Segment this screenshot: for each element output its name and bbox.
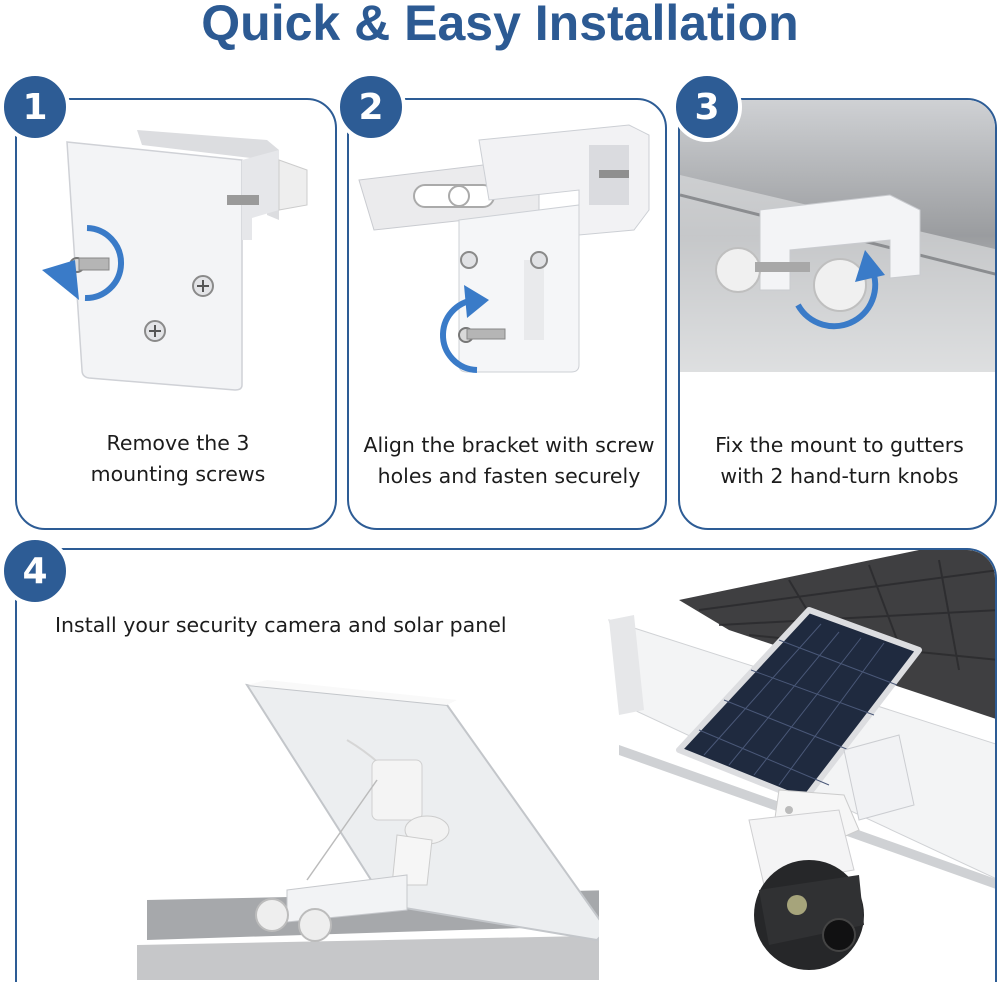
step-4-badge: 4 (0, 536, 70, 606)
step-4-caption: Install your security camera and solar p… (55, 613, 507, 637)
step-2-card: Align the bracket with screw holes and f… (347, 98, 667, 530)
page-title: Quick & Easy Installation (201, 0, 799, 51)
step-1-badge: 1 (0, 72, 70, 142)
step-4-card: Install your security camera and solar p… (15, 548, 997, 982)
step-3-line-2: with 2 hand-turn knobs (720, 464, 959, 488)
step-2-badge: 2 (336, 72, 406, 142)
step-3-caption: Fix the mount to gutters with 2 hand-tur… (680, 430, 995, 492)
step-3-badge: 3 (672, 72, 742, 142)
step-1-line-1: Remove the 3 (106, 431, 250, 455)
step-1-caption: Remove the 3 mounting screws (17, 428, 335, 490)
bracket-illustration (358, 124, 650, 373)
security-camera-illustration (599, 550, 995, 982)
gutter-illustration (680, 100, 995, 372)
step-2-line-1: Align the bracket with screw (363, 433, 655, 457)
step-1-card: Remove the 3 mounting screws (15, 98, 337, 530)
step-2-caption: Align the bracket with screw holes and f… (349, 430, 665, 492)
step-1-line-2: mounting screws (90, 462, 266, 486)
step-3-card: Fix the mount to gutters with 2 hand-tur… (678, 98, 997, 530)
solar-panel-mount-illustration (137, 680, 637, 980)
step-3-line-1: Fix the mount to gutters (715, 433, 964, 457)
step-2-line-2: holes and fasten securely (377, 464, 641, 488)
bracket-illustration (42, 130, 308, 391)
